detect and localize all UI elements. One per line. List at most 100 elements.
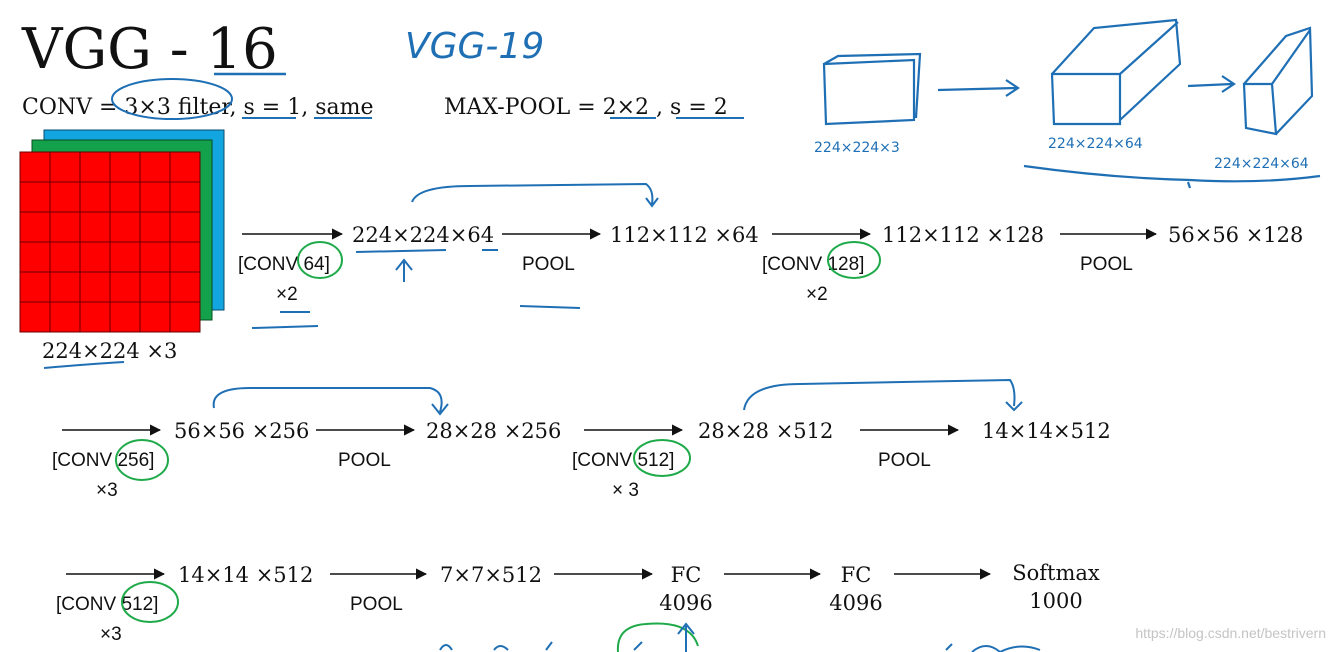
softmax-name: Softmax xyxy=(1012,561,1100,585)
row2-layer-1: 28×28 ×256 xyxy=(426,419,561,443)
red-grid-cell xyxy=(169,301,201,333)
row3-op-0-top: [CONV 512] xyxy=(56,594,158,615)
row1-ink-marks xyxy=(251,249,581,329)
sketch-label-3: 224×224×64 xyxy=(1214,156,1309,172)
row2-op-2-top: [CONV 512] xyxy=(572,450,674,471)
red-grid-cell xyxy=(19,211,51,243)
row1-op-0-top: [CONV 64] xyxy=(238,254,330,275)
red-grid-cell xyxy=(79,181,111,213)
red-grid-cell xyxy=(19,241,51,273)
sketch-brace xyxy=(1023,164,1321,189)
red-grid-cell xyxy=(49,211,81,243)
row2-layer-3: 14×14×512 xyxy=(982,419,1111,443)
red-grid-cell xyxy=(109,151,141,183)
row1-op-2-top: [CONV 128] xyxy=(762,254,864,275)
row3-ink-scribbles xyxy=(439,641,1041,652)
red-grid-cell xyxy=(169,271,201,303)
row3-layer-0: 14×14 ×512 xyxy=(178,563,313,587)
red-grid-cell xyxy=(169,181,201,213)
sketch-arrow-1 xyxy=(937,79,1020,97)
red-grid-cell xyxy=(79,241,111,273)
row1-layer-2: 112×112 ×128 xyxy=(882,223,1044,247)
row1-ink-bracket xyxy=(411,182,659,208)
row2-op-0-top: [CONV 256] xyxy=(52,450,154,471)
red-grid-cell xyxy=(109,271,141,303)
row1-op-1-top: POOL xyxy=(522,254,575,275)
row2-layer-0: 56×56 ×256 xyxy=(174,419,309,443)
row-3: 14×14 ×512 7×7×512 FC 4096 FC 4096 Softm… xyxy=(56,561,1100,652)
red-grid-cell xyxy=(49,151,81,183)
fc1-size: 4096 xyxy=(659,591,712,615)
red-grid-cell xyxy=(139,181,171,213)
red-grid-cell xyxy=(19,181,51,213)
red-channel-grid xyxy=(19,151,201,333)
row-1: 224×224×64 112×112 ×64 112×112 ×128 56×5… xyxy=(238,182,1303,329)
red-grid-cell xyxy=(109,211,141,243)
sketch-label-2: 224×224×64 xyxy=(1048,136,1143,152)
red-grid-cell xyxy=(169,151,201,183)
row2-green-circle-0 xyxy=(115,439,169,481)
filter-ink-circle xyxy=(111,78,233,120)
row2-layer-2: 28×28 ×512 xyxy=(698,419,833,443)
input-image-stack xyxy=(19,129,225,333)
row3-green-arc xyxy=(616,622,699,652)
handwritten-vgg19: VGG-19 xyxy=(405,26,544,67)
row1-layer-0: 224×224×64 xyxy=(352,223,494,247)
row-2: 56×56 ×256 28×28 ×256 28×28 ×512 14×14×5… xyxy=(52,378,1111,501)
red-grid-cell xyxy=(169,211,201,243)
red-grid-cell xyxy=(49,181,81,213)
red-grid-cell xyxy=(139,241,171,273)
row2-green-circle-1 xyxy=(633,439,691,477)
row1-layer-1: 112×112 ×64 xyxy=(610,223,759,247)
input-size-label: 224×224 ×3 xyxy=(42,339,177,363)
red-grid-cell xyxy=(109,241,141,273)
row1-layer-3: 56×56 ×128 xyxy=(1168,223,1303,247)
sketch-box-1 xyxy=(822,52,922,126)
fc1-name: FC xyxy=(671,563,702,587)
red-grid-cell xyxy=(79,301,111,333)
sketch-arrow-2 xyxy=(1187,75,1236,93)
red-grid-cell xyxy=(139,301,171,333)
row3-op-0-bottom: ×3 xyxy=(100,624,122,645)
red-grid-cell xyxy=(19,151,51,183)
red-grid-cell xyxy=(139,271,171,303)
conv-definition: CONV = 3×3 filter, s = 1, same xyxy=(22,95,373,120)
sketch-box-3 xyxy=(1242,26,1314,136)
row2-ink-bracket-0 xyxy=(212,387,449,416)
fc2-name: FC xyxy=(841,563,872,587)
row2-ink-bracket-1 xyxy=(743,378,1023,412)
page-title: VGG - 16 xyxy=(21,17,278,82)
row2-op-1-top: POOL xyxy=(338,450,391,471)
red-grid-cell xyxy=(49,301,81,333)
row1-green-circle-1 xyxy=(827,241,881,279)
input-ink-underline xyxy=(43,361,125,369)
row1-op-0-bottom: ×2 xyxy=(276,284,298,305)
softmax-size: 1000 xyxy=(1029,589,1082,613)
watermark: https://blog.csdn.net/bestrivern xyxy=(1135,625,1326,641)
red-grid-cell xyxy=(169,241,201,273)
red-grid-cell xyxy=(109,301,141,333)
row3-layer-1: 7×7×512 xyxy=(440,563,542,587)
red-grid-cell xyxy=(19,271,51,303)
row2-op-0-bottom: ×3 xyxy=(96,480,118,501)
red-grid-cell xyxy=(109,181,141,213)
red-grid-cell xyxy=(19,301,51,333)
row1-green-circle-0 xyxy=(297,241,343,279)
row2-op-2-bottom: × 3 xyxy=(612,480,639,501)
volume-sketch xyxy=(822,18,1321,189)
red-grid-cell xyxy=(139,211,171,243)
red-grid-cell xyxy=(79,151,111,183)
pool-definition: MAX-POOL = 2×2 , s = 2 xyxy=(444,95,728,120)
row1-op-3-top: POOL xyxy=(1080,254,1133,275)
red-grid-cell xyxy=(49,271,81,303)
red-grid-cell xyxy=(79,271,111,303)
row3-ink-arrow xyxy=(677,622,695,652)
red-grid-cell xyxy=(79,211,111,243)
row3-op-1-top: POOL xyxy=(350,594,403,615)
red-grid-cell xyxy=(49,241,81,273)
sketch-box-2 xyxy=(1050,18,1182,126)
red-grid-cell xyxy=(139,151,171,183)
row1-op-2-bottom: ×2 xyxy=(806,284,828,305)
sketch-label-1: 224×224×3 xyxy=(814,140,900,156)
